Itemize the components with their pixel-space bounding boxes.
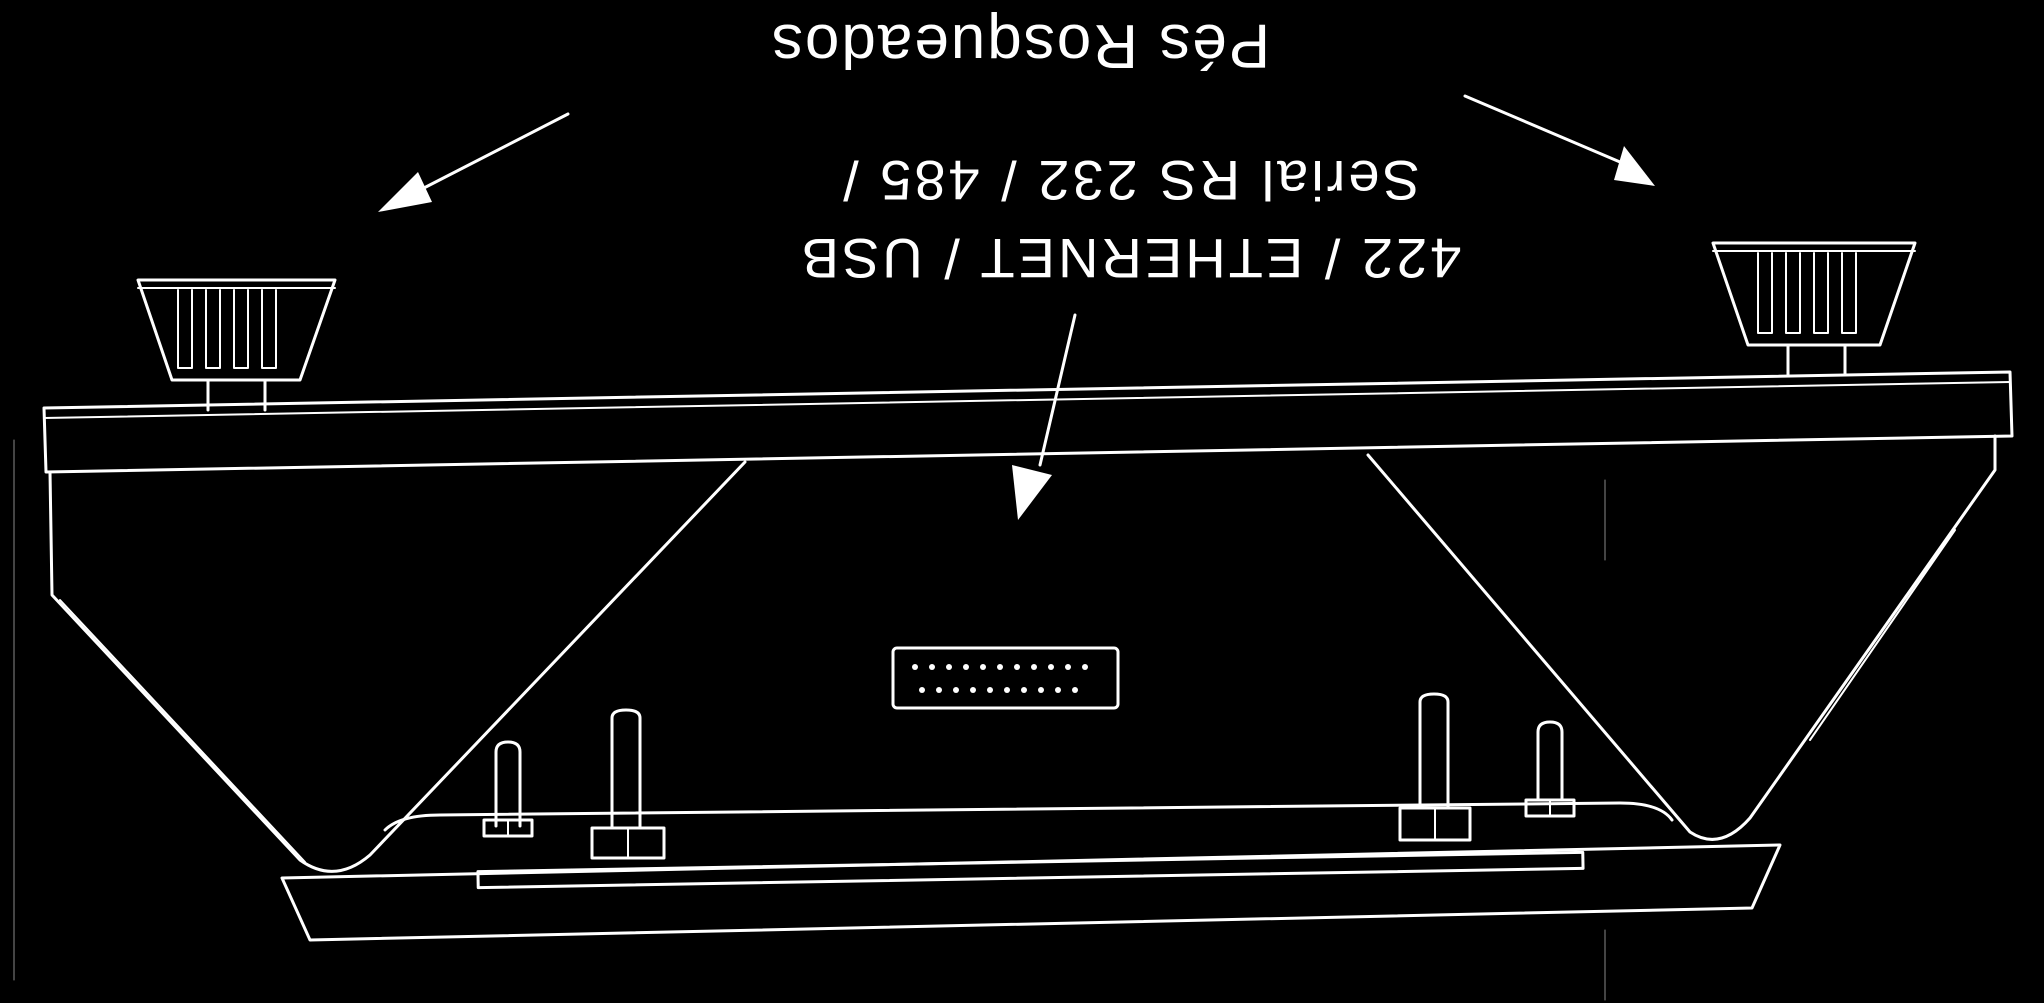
interfaces-label-line-2: 422 / ETHERNET / USB — [798, 227, 1462, 290]
threaded-feet-label: Pés Rosqueados — [769, 11, 1271, 80]
base-plate — [280, 843, 1782, 942]
threaded-foot-left — [136, 278, 337, 412]
bolt-left-outer — [482, 740, 534, 838]
serial-connector — [891, 646, 1120, 710]
bolt-left-inner — [590, 708, 666, 860]
housing-body — [48, 434, 1997, 873]
scan-noise — [13, 439, 1606, 1001]
mounting-bolts — [482, 692, 1576, 860]
threaded-foot-right — [1711, 241, 1917, 377]
top-plate — [42, 370, 2014, 474]
arrow-to-connector — [1012, 313, 1077, 520]
connector-pins — [912, 664, 1088, 693]
interfaces-label-line-1: Serial RS 232 / 485 / — [840, 149, 1420, 212]
arrow-to-right-foot — [1463, 94, 1655, 186]
bolt-right-inner — [1398, 692, 1472, 842]
arrow-to-left-foot — [378, 112, 570, 212]
bolt-right-outer — [1524, 720, 1576, 818]
